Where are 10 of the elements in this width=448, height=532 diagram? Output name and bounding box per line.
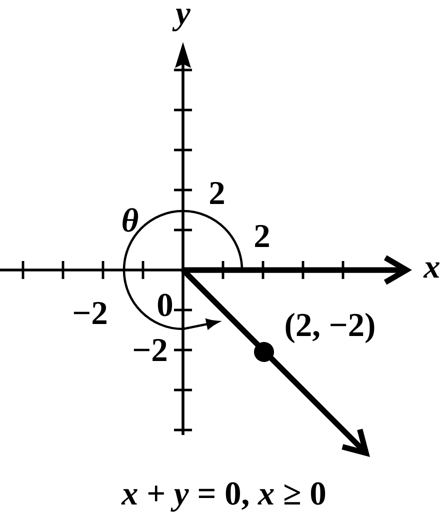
angle-label: θ (122, 208, 138, 232)
axis-label: y (172, 8, 190, 32)
axis-label: x (423, 262, 440, 278)
tick-label: 2 (255, 224, 269, 248)
point-label: (2, −2) (286, 312, 374, 344)
tick-label: 2 (210, 182, 224, 204)
tick-label: −2 (134, 338, 166, 362)
caption: x + y = 0, x ≥ 0 (121, 482, 326, 512)
origin-label: 0 (158, 294, 172, 316)
tick-label: −2 (74, 302, 106, 324)
